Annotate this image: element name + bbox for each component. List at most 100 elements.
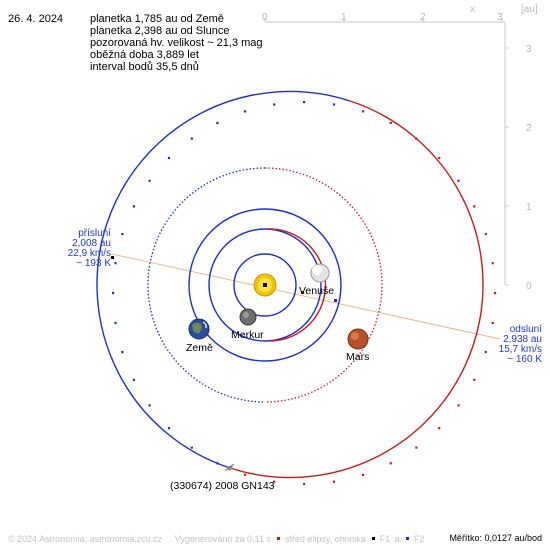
perihelion-info: přísluní 2,008 au 22,9 km/s ~ 193 K (68, 228, 114, 269)
perihelion-temp: ~ 193 K (76, 258, 111, 269)
x-tick-3: 3 (497, 12, 503, 23)
orbit-interval-dot (114, 262, 117, 265)
orbit-interval-dot (167, 427, 171, 430)
orbit-interval-dot (216, 462, 219, 465)
venus-orbit (208, 228, 322, 342)
orbit-interval-dot (491, 262, 494, 265)
orbit-interval-dot (491, 321, 494, 325)
orbit-interval-dot (473, 378, 476, 381)
center-legend-marker (277, 536, 281, 540)
orbit-interval-dot (216, 121, 219, 124)
orbit-interval-dot (389, 462, 392, 465)
orbit-interval-dot (190, 446, 193, 449)
orbit-interval-dot (148, 179, 151, 182)
orbit-interval-dot (389, 121, 392, 124)
orbit-interval-dot (438, 427, 441, 430)
generation-time: Vygenerováno za 0,11 s (174, 533, 271, 544)
center-legend-label: střed elipsy, ohniska (284, 533, 366, 544)
orbit-interval-dot (484, 233, 487, 236)
orbit-interval-dot (438, 156, 441, 160)
orbit-interval-dot (273, 480, 276, 483)
orbit-interval-dot (121, 351, 124, 354)
perihelion-speed: 22,9 km/s (68, 248, 111, 259)
y-tick-0: 0 (526, 281, 532, 292)
perihelion-distance: 2,008 au (72, 238, 111, 249)
info-sun-distance: planetka 2,398 au od Slunce (90, 25, 230, 37)
orbit-interval-dot (484, 351, 487, 354)
a-legend-label: a (394, 533, 400, 544)
orbit-interval-dot (457, 404, 460, 407)
earth-planet (188, 318, 210, 340)
orbit-interval-dot (167, 156, 171, 160)
mars-planet (347, 328, 369, 350)
earth-orbit (188, 208, 342, 362)
orbit-interval-dot (244, 473, 247, 476)
orbit-interval-dot (362, 473, 365, 476)
ellipse-center-marker (301, 291, 304, 294)
mercury-planet (239, 308, 257, 326)
asteroid-info: planetka 1,785 au od Země planetka 2,398… (90, 13, 263, 73)
orbit-interval-dot (112, 292, 115, 295)
perihelion-title: přísluní (78, 228, 111, 239)
y-tick-1: 1 (526, 202, 532, 213)
orbit-interval-dot (114, 321, 117, 325)
scale-label: Měřítko: 0,0127 au/bod (449, 533, 542, 543)
orbit-interval-dot (362, 110, 365, 113)
orbit-interval-dot (121, 233, 124, 236)
info-magnitude: pozorovaná hv. velikost ~ 21,3 mag (90, 37, 263, 49)
x-tick-0: 0 (262, 12, 268, 23)
x-axis-label: x (470, 4, 475, 15)
focus-f2-marker (334, 299, 337, 302)
orbit-interval-dot (473, 205, 476, 208)
apsidal-line (111, 253, 501, 340)
orbit-interval-dot (332, 103, 336, 106)
x-tick-1: 1 (341, 12, 347, 23)
f2-legend-marker (406, 536, 410, 540)
aphelion-speed: 15,7 km/s (499, 344, 542, 355)
orbit-interval-dot (303, 101, 306, 104)
date-label: 26. 4. 2024 (8, 13, 64, 25)
asteroid-marker (224, 463, 235, 472)
f1-legend-marker (372, 536, 376, 540)
mercury-label: Merkur (231, 329, 264, 341)
footer: © 2024 Astronomia, astronomia.zcu.cz Vyg… (8, 533, 548, 547)
orbit-interval-dot (244, 110, 247, 113)
orbit-interval-dot (415, 446, 418, 449)
orbit-interval-dot (190, 137, 193, 140)
asteroid-orbit (96, 90, 497, 486)
y-tick-3: 3 (526, 44, 532, 55)
orbit-interval-dot (332, 480, 336, 483)
f2-legend-label: F2 (413, 533, 425, 544)
orbit-interval-dot (273, 103, 276, 106)
venus-label: Venuše (299, 285, 334, 297)
orbit-interval-dot (148, 404, 151, 407)
x-tick-2: 2 (420, 12, 426, 23)
orbit-interval-dot (132, 205, 135, 208)
asteroid-label: (330674) 2008 GN143 (170, 480, 275, 492)
info-period: oběžná doba 3,889 let (90, 49, 199, 61)
orbit-interval-dot (303, 483, 306, 486)
venus-planet (310, 263, 330, 283)
aphelion-distance: 2,938 au (503, 334, 542, 345)
orbit-interval-dot (132, 378, 135, 381)
earth-label: Země (186, 342, 213, 354)
mars-orbit (147, 167, 383, 403)
axes: 0 1 2 3 x [au] 3 2 1 0 (262, 4, 538, 292)
venus-orbit-arc (267, 228, 327, 342)
mars-label: Mars (346, 351, 369, 363)
aphelion-title: odsluní (510, 324, 542, 335)
info-point-interval: interval bodů 35,5 dnů (90, 61, 199, 73)
aphelion-info: odsluní 2,938 au 15,7 km/s ~ 160 K (499, 324, 543, 365)
orbit-interval-dot (415, 137, 418, 140)
aphelion-temp: ~ 160 K (507, 354, 542, 365)
copyright: © 2024 Astronomia, astronomia.zcu.cz (8, 533, 163, 544)
f1-legend-label: F1 (379, 533, 391, 544)
y-tick-2: 2 (526, 123, 532, 134)
unit-label: [au] (521, 4, 538, 15)
sun (253, 273, 277, 297)
mercury-orbit (233, 253, 297, 317)
info-earth-distance: planetka 1,785 au od Země (90, 13, 224, 25)
orbit-interval-dot (494, 292, 497, 295)
